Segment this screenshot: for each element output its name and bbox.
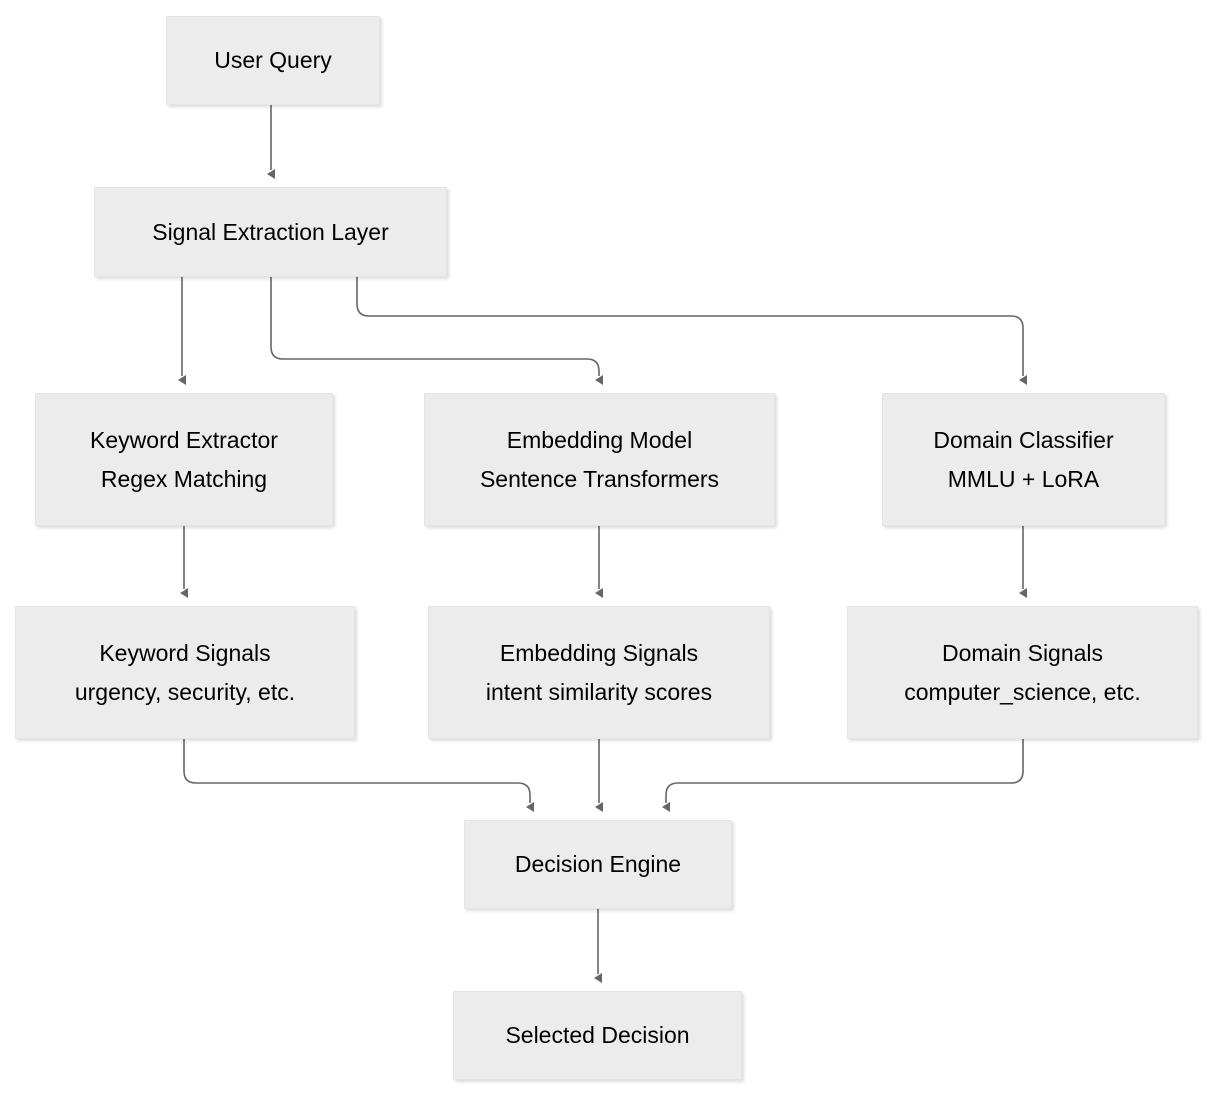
node-embedding-model-subtitle: Sentence Transformers bbox=[479, 465, 720, 492]
edge-domain-signals-to-decision-engine bbox=[662, 739, 1024, 812]
edge-keyword-signals-to-decision-engine bbox=[183, 739, 534, 812]
node-domain-classifier[interactable]: Domain Classifier MMLU + LoRA bbox=[882, 393, 1165, 526]
node-selected-decision-label: Selected Decision bbox=[505, 1022, 690, 1048]
node-user-query[interactable]: User Query bbox=[166, 16, 380, 105]
node-signal-extraction-layer-label: Signal Extraction Layer bbox=[152, 218, 389, 245]
node-domain-signals-subtitle: computer_science, etc. bbox=[904, 678, 1141, 705]
node-keyword-signals-subtitle: urgency, security, etc. bbox=[74, 678, 296, 705]
edge-signal-extraction-layer-to-embedding-model bbox=[270, 277, 603, 385]
node-domain-signals[interactable]: Domain Signals computer_science, etc. bbox=[847, 606, 1198, 739]
node-signal-extraction-layer[interactable]: Signal Extraction Layer bbox=[94, 187, 447, 277]
node-keyword-extractor-subtitle: Regex Matching bbox=[100, 465, 268, 492]
node-keyword-extractor[interactable]: Keyword Extractor Regex Matching bbox=[35, 393, 333, 526]
node-decision-engine[interactable]: Decision Engine bbox=[464, 820, 732, 909]
node-keyword-extractor-title: Keyword Extractor bbox=[90, 426, 278, 453]
node-embedding-signals[interactable]: Embedding Signals intent similarity scor… bbox=[428, 606, 770, 739]
node-embedding-signals-subtitle: intent similarity scores bbox=[485, 678, 713, 705]
node-decision-engine-label: Decision Engine bbox=[514, 851, 682, 877]
edge-signal-extraction-layer-to-domain-classifier bbox=[356, 277, 1027, 385]
node-domain-signals-title: Domain Signals bbox=[941, 639, 1104, 666]
node-embedding-model-title: Embedding Model bbox=[506, 426, 693, 453]
node-keyword-signals[interactable]: Keyword Signals urgency, security, etc. bbox=[15, 606, 355, 739]
node-selected-decision[interactable]: Selected Decision bbox=[453, 991, 742, 1080]
node-domain-classifier-title: Domain Classifier bbox=[933, 426, 1114, 453]
node-embedding-signals-title: Embedding Signals bbox=[499, 639, 699, 666]
node-user-query-label: User Query bbox=[214, 47, 332, 73]
node-domain-classifier-subtitle: MMLU + LoRA bbox=[947, 465, 1100, 492]
node-keyword-signals-title: Keyword Signals bbox=[99, 639, 271, 666]
node-embedding-model[interactable]: Embedding Model Sentence Transformers bbox=[424, 393, 775, 526]
